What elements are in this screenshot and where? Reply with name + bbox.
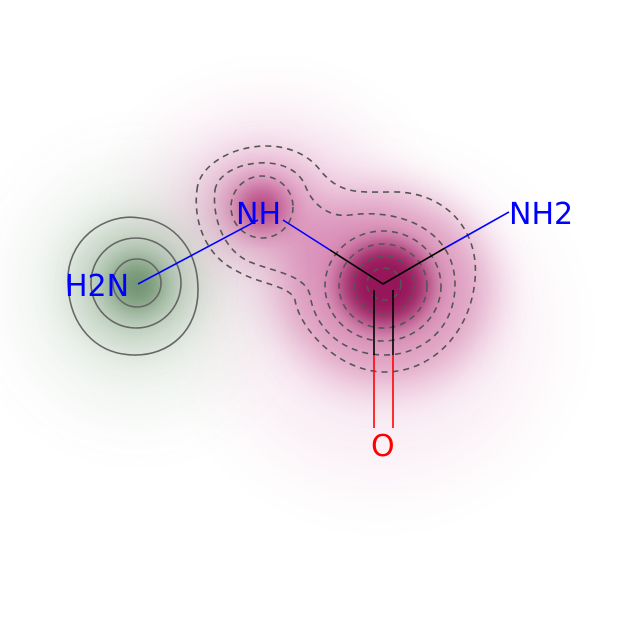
atom-labels: H2N NH NH2 O (65, 197, 573, 464)
atom-label-nh: NH (236, 197, 281, 232)
atom-label-nh2: NH2 (509, 197, 573, 232)
positive-contour-inner (112, 258, 162, 308)
negative-contour-c-2 (338, 243, 428, 329)
bond-nh-c-black (329, 249, 384, 285)
bond-h2n-nh (137, 219, 259, 285)
atom-label-h2n: H2N (65, 269, 129, 304)
positive-weight-field (23, 170, 253, 410)
bond-nh-c-blue (282, 219, 331, 251)
bond-c-nh2-blue (444, 211, 510, 249)
bonds (137, 211, 510, 428)
negative-contour-nh-inner (230, 175, 294, 239)
positive-contour-outer (67, 216, 199, 356)
atom-label-o: O (371, 429, 395, 464)
positive-contour-mid (90, 237, 182, 329)
negative-contour-c-1 (324, 230, 442, 342)
negative-contours (195, 145, 477, 373)
positive-contours (67, 216, 199, 356)
bond-c-nh2-black (382, 247, 446, 285)
negative-contour-c-3 (353, 255, 415, 315)
negative-contour-2 (213, 162, 456, 356)
negative-contour-c-4 (366, 267, 402, 301)
